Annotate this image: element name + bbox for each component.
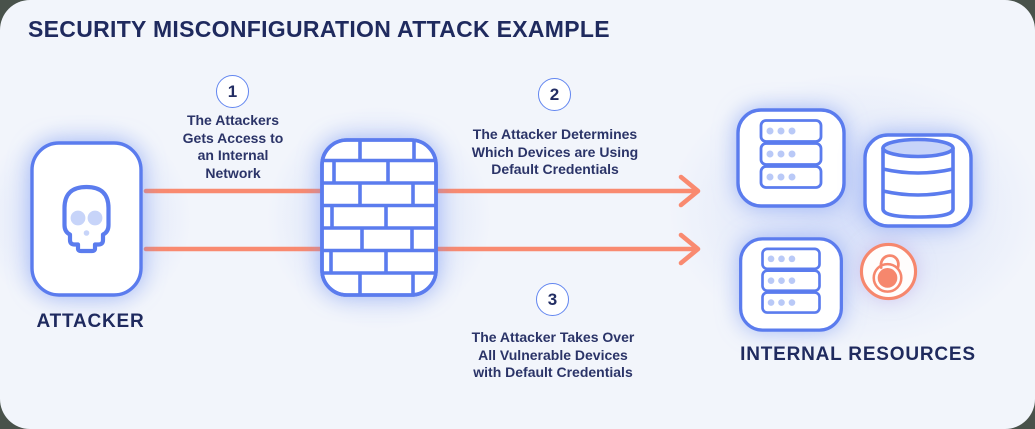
diagram-title: SECURITY MISCONFIGURATION ATTACK EXAMPLE — [28, 16, 610, 42]
internal-resources-label: INTERNAL RESOURCES — [740, 344, 976, 365]
step-2-badge: 2 — [538, 78, 571, 111]
step-1-number: 1 — [227, 81, 238, 101]
step-3-badge: 3 — [536, 283, 569, 316]
step-2-number: 2 — [549, 84, 560, 104]
step-3-description: The Attacker Takes Over All Vulnerable D… — [471, 329, 635, 380]
unlock-icon — [859, 242, 918, 301]
step-3-number: 3 — [547, 289, 558, 309]
firewall-icon — [320, 138, 438, 297]
database-icon — [863, 133, 973, 228]
server-icon-top — [736, 108, 846, 208]
step-1-badge: 1 — [216, 75, 249, 108]
attacker-card — [30, 141, 143, 297]
step-1-description: The Attackers Gets Access to an Internal… — [182, 112, 284, 181]
attacker-label: ATTACKER — [36, 311, 145, 332]
server-icon-bottom — [739, 237, 843, 332]
skull-icon — [62, 184, 111, 254]
step-2-description: The Attacker Determines Which Devices ar… — [471, 126, 639, 177]
